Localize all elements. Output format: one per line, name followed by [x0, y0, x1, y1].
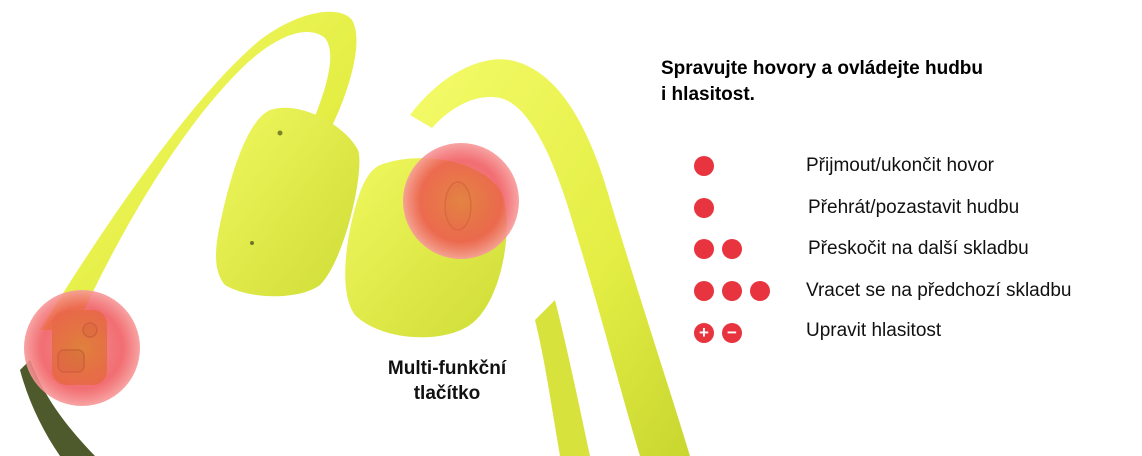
button-highlight-right [403, 143, 519, 259]
right-band-lower [535, 300, 590, 456]
legend-label: Přeskočit na další skladbu [808, 238, 1029, 259]
feature-heading-line-1: Spravujte hovory a ovládejte hudbu [661, 58, 984, 79]
left-pod-port [250, 241, 254, 245]
legend-label: Přehrát/pozastavit hudbu [808, 197, 1020, 218]
press-dot [722, 281, 742, 301]
legend-label: Upravit hlasitost [806, 320, 942, 341]
legend-row-previous-track: Vracet se na předchozí skladbu [0, 278, 1142, 304]
feature-heading: Spravujte hovory a ovládejte hudbu i hla… [661, 56, 1081, 108]
legend-row-volume: + − Upravit hlasitost [0, 318, 1142, 344]
button-highlight-left [24, 290, 140, 406]
minus-icon: − [722, 323, 742, 343]
button-caption-line-2: tlačítko [413, 383, 481, 404]
press-dot [722, 239, 742, 259]
press-dot [694, 281, 714, 301]
plus-icon: + [694, 323, 714, 343]
button-caption: Multi-funkční tlačítko [365, 356, 529, 406]
legend-row-answer-call: Přijmout/ukončit hovor [0, 153, 1142, 179]
feature-heading-line-2: i hlasitost. [661, 84, 755, 105]
left-pod [216, 107, 360, 297]
press-dot [694, 156, 714, 176]
legend-label: Přijmout/ukončit hovor [806, 155, 994, 176]
right-band [410, 59, 690, 456]
legend-row-next-track: Přeskočit na další skladbu [0, 236, 1142, 262]
press-dot [750, 281, 770, 301]
press-dot [694, 198, 714, 218]
legend-row-play-pause: Přehrát/pozastavit hudbu [0, 195, 1142, 221]
press-dot [694, 239, 714, 259]
left-pod-mic-hole [277, 130, 283, 136]
legend-label: Vracet se na předchozí skladbu [806, 280, 1072, 301]
button-caption-line-1: Multi-funkční [387, 358, 507, 379]
